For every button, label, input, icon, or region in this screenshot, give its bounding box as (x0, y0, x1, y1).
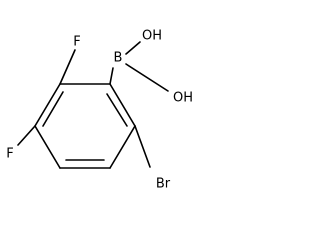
boron-label: B (114, 51, 123, 66)
bond-ring-c4-c5 (34, 125, 61, 169)
bond-c5-fluorine-left (17, 125, 36, 146)
oh-right-label: OH (173, 91, 193, 106)
benzene-ring (34, 83, 136, 169)
bond-ring-c5-c6 (34, 83, 61, 127)
bond-ring-c1-c2 (109, 83, 136, 127)
bond-c2-bromine (134, 125, 151, 168)
bond-c1-boron (109, 67, 114, 85)
bond-ring-c2-c3 (109, 125, 136, 169)
bromine-label: Br (156, 177, 171, 192)
molecule-structure-diagram: OH OH B F F Br (6, 29, 193, 192)
double-bond-inner-c1-c2 (106, 93, 128, 127)
fluorine-left-label: F (6, 147, 13, 162)
oh-top-label: OH (142, 29, 162, 44)
double-bond-inner-c5-c6 (42, 91, 64, 127)
bond-c6-fluorine-top (59, 49, 76, 85)
fluorine-top-label: F (73, 35, 80, 50)
bond-boron-oh-right (125, 63, 169, 92)
bond-boron-oh-top (125, 41, 141, 55)
